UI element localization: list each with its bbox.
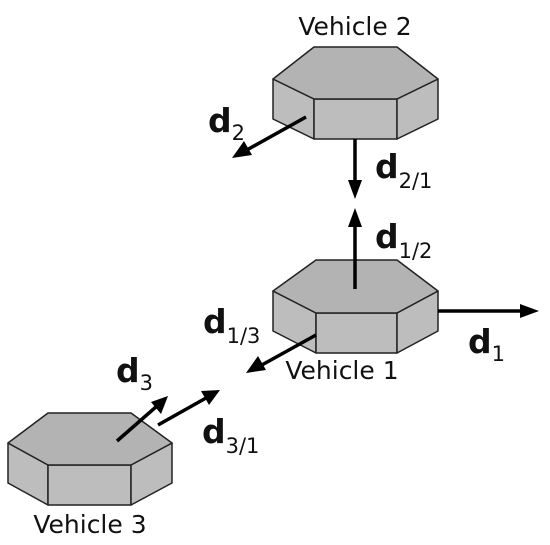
vehicle-2-label: Vehicle 2: [298, 12, 411, 41]
vehicle-2-side-front: [313, 98, 398, 140]
arrow-d2: [232, 115, 307, 158]
arrow-d12: [348, 208, 362, 289]
arrow-d1: [438, 304, 539, 318]
vehicle-1-label: Vehicle 1: [285, 356, 398, 385]
label-d12: d1/2: [375, 217, 432, 263]
vehicle-1-side-front: [315, 312, 398, 354]
vehicle-3-side-front: [47, 464, 132, 506]
label-d13: d1/3: [203, 302, 260, 348]
arrow-d31: [157, 390, 220, 427]
vehicle-2-prism: [272, 46, 439, 140]
arrow-d3: [115, 396, 168, 443]
vehicle-3-top: [7, 412, 173, 466]
vehicle-2-top: [272, 46, 439, 100]
label-d21: d2/1: [375, 147, 432, 193]
arrow-d21: [348, 139, 362, 199]
vehicle-3-label: Vehicle 3: [33, 510, 146, 539]
vehicle-3-prism: [7, 412, 173, 506]
label-d2: d2: [208, 101, 245, 145]
arrow-d13: [246, 333, 317, 373]
label-d3: d3: [116, 351, 153, 395]
label-d1: d1: [468, 322, 505, 366]
label-d31: d3/1: [202, 412, 259, 458]
